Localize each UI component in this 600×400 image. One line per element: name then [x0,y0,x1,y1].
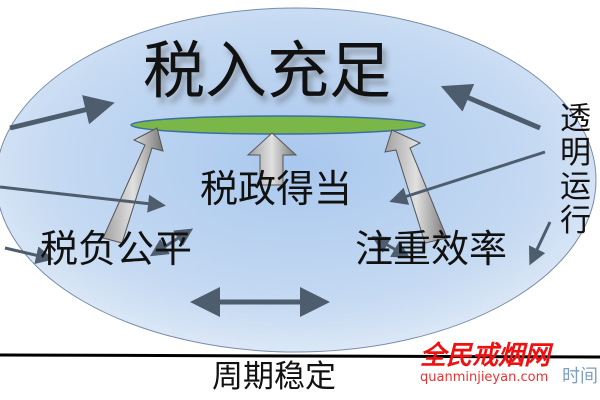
arrow-side-to-goal [440,83,541,131]
arrow-side-to-right [529,221,552,266]
watermark-url: quanminjieyan.com [420,370,549,385]
arrow-outer-to-left [4,246,54,265]
arrow-outer-to-center [0,185,166,213]
watermark-extra: 时间 [562,366,598,387]
baseline-label: 周期稳定 [212,359,336,395]
arrow-right-to-goal [384,129,448,244]
arrow-center-to-goal [246,132,298,186]
arrow-center-right [371,236,411,258]
goal-disc [130,115,426,135]
right-node-label: 注重效率 [355,227,508,271]
center-node-label: 税政得当 [200,167,353,211]
watermark: 全民戒烟网 quanminjieyan.com [420,343,550,384]
baseline [0,353,600,359]
watermark-title: 全民戒烟网 [420,341,551,371]
arrow-side-to-center [389,150,546,205]
arrow-center-left [149,228,194,257]
left-node-label: 税负公平 [40,227,193,271]
top-goal-label: 税入充足 [143,34,392,107]
arrow-outer-to-goal [9,95,115,131]
arrow-left-to-goal [102,127,164,244]
side-label: 透明运行 [560,101,591,239]
